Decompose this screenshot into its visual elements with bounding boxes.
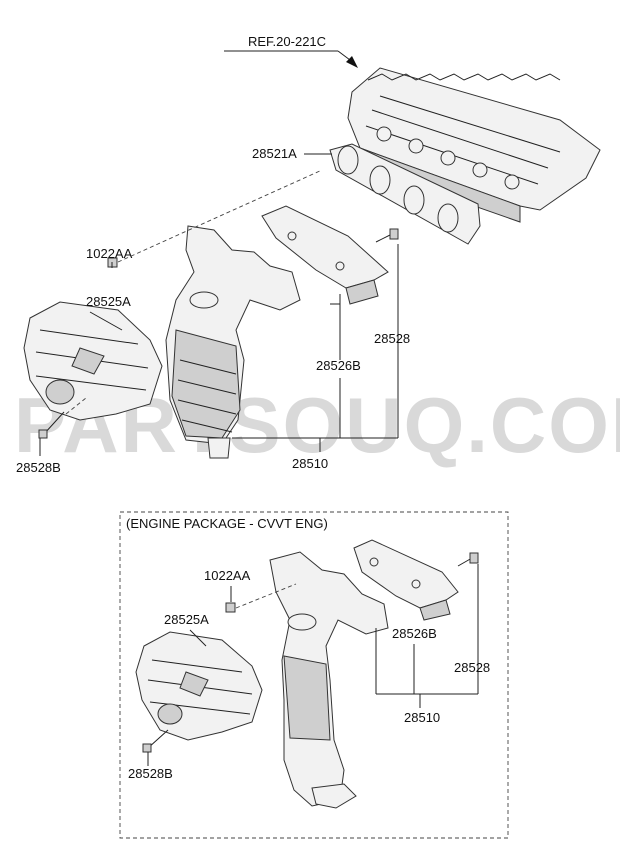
heat-shield-top (261, 205, 389, 305)
bolt-left-bottom (142, 729, 169, 753)
label-manifold-bottom[interactable]: 28510 (404, 710, 440, 725)
label-heat-protector-bottom[interactable]: 28525A (164, 612, 209, 627)
dashline-bolt-top (65, 397, 87, 415)
reference-arrow-icon (346, 56, 358, 68)
label-manifold-top[interactable]: 28510 (292, 456, 328, 471)
label-bolt-left-bottom[interactable]: 28528B (128, 766, 173, 781)
label-nut-top[interactable]: 1022AA (86, 246, 133, 261)
heat-protector-bottom (135, 631, 263, 741)
label-nut-bottom[interactable]: 1022AA (204, 568, 251, 583)
exhaust-manifold-top (165, 225, 301, 459)
dashline-nut-bottom (235, 583, 297, 609)
heat-protector-top (23, 301, 163, 421)
label-bolt-right-top[interactable]: 28528 (374, 331, 410, 346)
reference-label[interactable]: REF.20-221C (248, 34, 326, 49)
leader-heat-protector-top (89, 311, 123, 331)
label-bolt-left-top[interactable]: 28528B (16, 460, 61, 475)
cylinder-head (347, 67, 601, 223)
engine-package-label: (ENGINE PACKAGE - CVVT ENG) (126, 516, 328, 531)
label-bolt-right-bottom[interactable]: 28528 (454, 660, 490, 675)
heat-shield-bottom (353, 539, 459, 621)
exhaust-manifold-bottom (269, 551, 389, 809)
dashline-nut-top (117, 169, 323, 263)
bolt-right-bottom (457, 552, 479, 567)
label-heat-shield-bottom[interactable]: 28526B (392, 626, 437, 641)
label-heat-protector-top[interactable]: 28525A (86, 294, 131, 309)
label-heat-shield-top[interactable]: 28526B (316, 358, 361, 373)
exhaust-gasket (329, 143, 481, 245)
bolt-right-top (375, 228, 399, 243)
nut-bottom (225, 602, 236, 613)
leader-heat-protector-bottom (189, 629, 207, 647)
label-gasket[interactable]: 28521A (252, 146, 297, 161)
bolt-left-top (38, 411, 65, 439)
